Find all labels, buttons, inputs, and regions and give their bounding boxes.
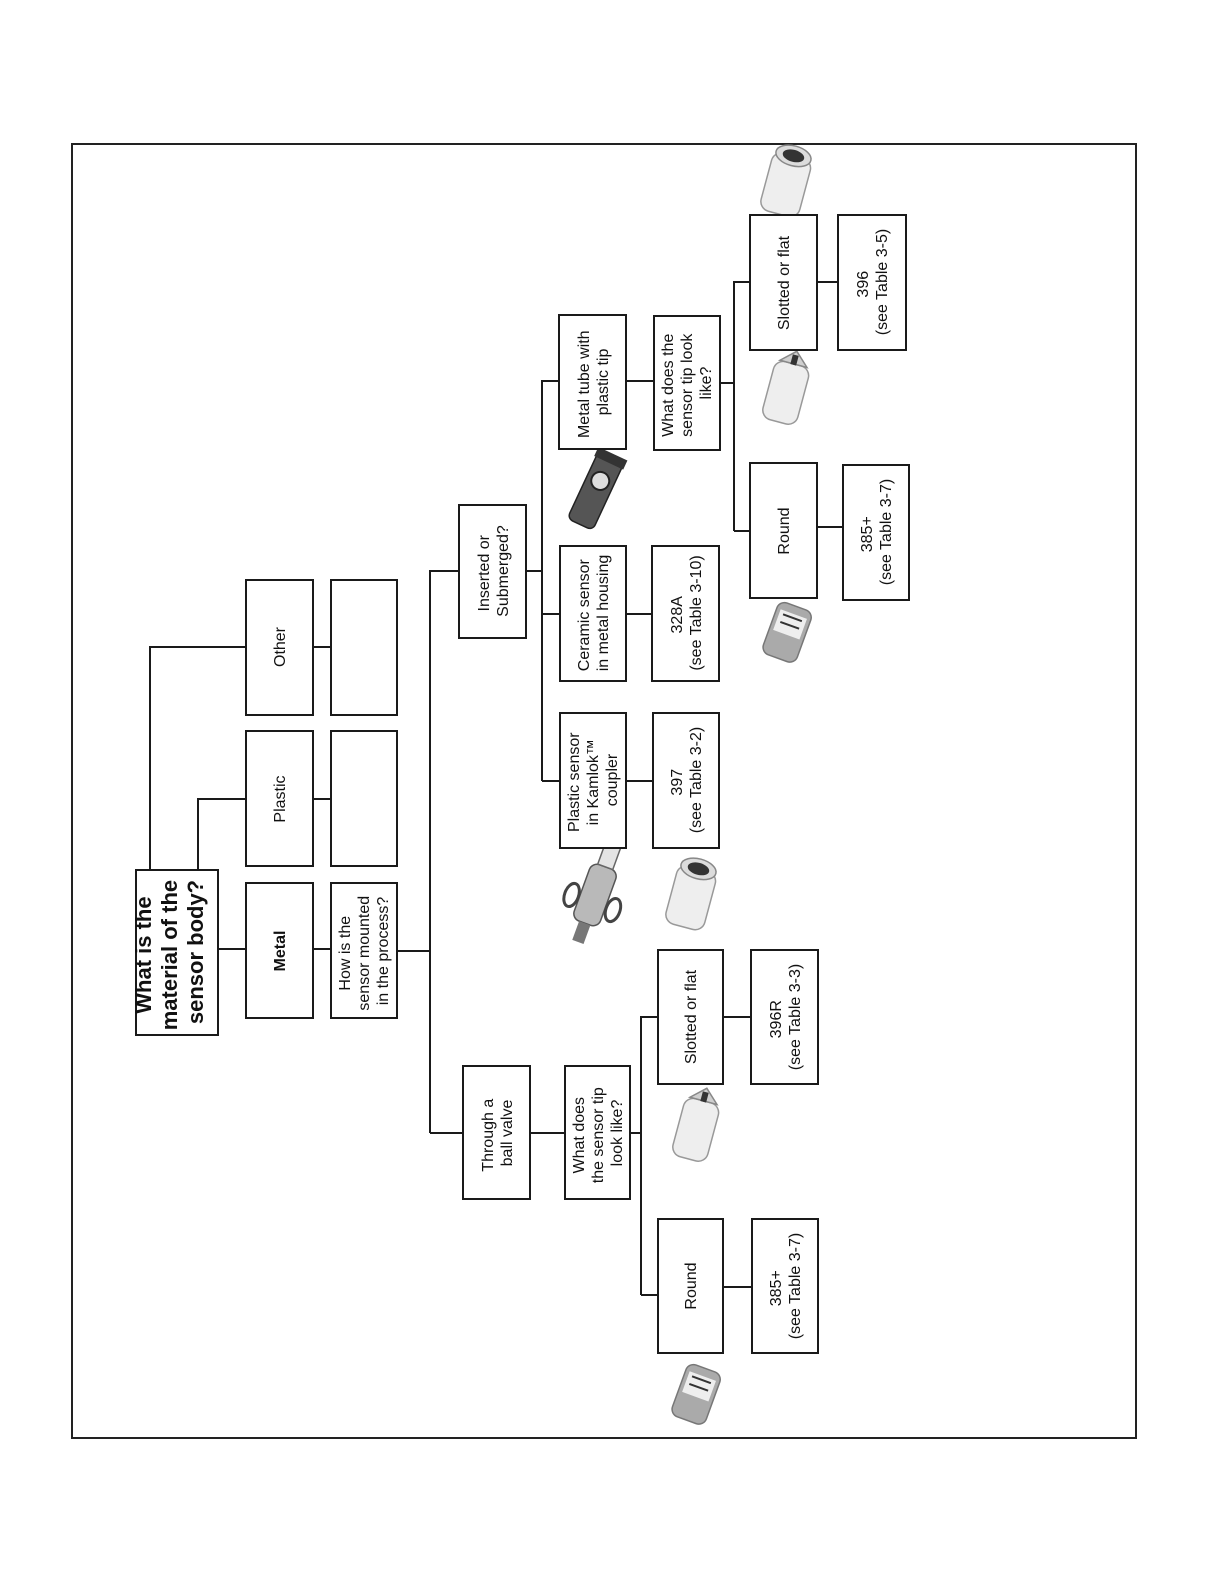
bv-tip-line-2: the sensor tip xyxy=(590,1087,607,1183)
ins-slotted-label: Slotted or flat xyxy=(776,235,793,330)
ball-valve-round-box: Round xyxy=(657,1218,724,1354)
ceramic-result-line-2: (see Table 3-10) xyxy=(688,555,705,670)
title-line-3: sensor body? xyxy=(183,880,208,1024)
inserted-line-2: Submerged? xyxy=(495,525,512,617)
ins-round-result-line-1: 385+ xyxy=(859,516,876,552)
flat-tip-photo-inserted xyxy=(760,144,812,218)
diagram-frame xyxy=(71,143,1137,1439)
kamlok-line-3: coupler xyxy=(604,753,621,806)
inserted-slotted-box: Slotted or flat xyxy=(749,214,818,351)
plastic-kamlok-box: Plastic sensor in Kamlok™ coupler xyxy=(559,712,627,849)
svg-text:328A (see Table 3-10): 328A (see Table 3-10) xyxy=(669,555,705,670)
svg-text:What does the sensor tip: What does the sensor tip look like? xyxy=(571,1083,626,1184)
bv-slotted-result-line-1: 396R xyxy=(768,1000,785,1038)
metal-tube-line-2: plastic tip xyxy=(595,349,612,416)
mounting-line-1: How is the xyxy=(337,916,354,991)
ins-tip-line-2: sensor tip look xyxy=(679,333,696,437)
slotted-tip-photo-ball-valve xyxy=(672,1087,720,1162)
bv-round-result-line-1: 385+ xyxy=(768,1270,785,1306)
metal-housing-sensor-photo xyxy=(568,446,628,530)
ball-valve-slotted-box: Slotted or flat xyxy=(657,949,724,1085)
bv-slotted-result-line-2: (see Table 3-3) xyxy=(787,964,804,1070)
ceramic-result-box: 328A (see Table 3-10) xyxy=(651,545,720,682)
kamlok-result-line-1: 397 xyxy=(669,769,686,796)
ceramic-box: Ceramic sensor in metal housing xyxy=(559,545,627,682)
ball-valve-tip-question-box: What does the sensor tip look like? xyxy=(564,1065,631,1200)
ceramic-result-line-1: 328A xyxy=(669,596,686,634)
ceramic-line-2: in metal housing xyxy=(595,555,612,672)
inserted-box: Inserted or Submerged? xyxy=(458,504,527,639)
slotted-tip-photo-inserted xyxy=(762,350,810,425)
svg-text:Inserted or Submerged?: Inserted or Submerged? xyxy=(476,525,512,617)
inserted-line-1: Inserted or xyxy=(476,534,493,611)
bv-slotted-label: Slotted or flat xyxy=(683,969,700,1064)
bv-tip-line-3: look like? xyxy=(609,1100,626,1167)
metal-label: Metal xyxy=(272,931,289,972)
inserted-tip-question-box: What does the sensor tip look like? xyxy=(653,315,721,451)
svg-text:385+ (see Table 3-7): 385+ (see Table 3-7) xyxy=(768,1233,804,1339)
round-tip-photo-ball-valve xyxy=(671,1363,721,1425)
ins-slotted-result-line-2: (see Table 3-5) xyxy=(874,229,891,335)
ball-valve-line-2: ball valve xyxy=(499,1100,516,1167)
svg-text:Metal tube with plastic: Metal tube with plastic tip xyxy=(576,326,612,438)
svg-text:396R (see Table 3-3): 396R (see Table 3-3) xyxy=(768,964,804,1070)
inserted-slotted-result-box: 396 (see Table 3-5) xyxy=(837,214,907,351)
svg-text:Through a ball valve: Through a ball valve xyxy=(480,1094,516,1171)
inserted-round-box: Round xyxy=(749,462,818,599)
svg-text:396 (see Table 3-5): 396 (see Table 3-5) xyxy=(855,229,891,335)
svg-text:What does the sensor tip: What does the sensor tip look like? xyxy=(660,329,715,437)
title-box: What is the material of the sensor body? xyxy=(131,869,219,1036)
bv-round-result-line-2: (see Table 3-7) xyxy=(787,1233,804,1339)
ball-valve-box: Through a ball valve xyxy=(462,1065,531,1200)
metal-tube-line-1: Metal tube with xyxy=(576,330,593,438)
ceramic-line-1: Ceramic sensor xyxy=(576,559,593,672)
svg-text:Ceramic sensor in metal: Ceramic sensor in metal housing xyxy=(576,555,612,672)
kamlok-result-line-2: (see Table 3-2) xyxy=(688,727,705,833)
plastic-box: Plastic xyxy=(245,730,314,867)
title-line-2: material of the xyxy=(157,880,182,1030)
ball-valve-line-1: Through a xyxy=(480,1099,497,1172)
ins-round-label: Round xyxy=(776,507,793,554)
svg-text:How is the sensor mounte: How is the sensor mounted in the process… xyxy=(337,891,392,1010)
bv-round-label: Round xyxy=(683,1262,700,1309)
title-line-1: What is the xyxy=(131,896,156,1013)
svg-text:385+ (see Table 3-7): 385+ (see Table 3-7) xyxy=(859,479,895,585)
ball-valve-round-result-box: 385+ (see Table 3-7) xyxy=(751,1218,819,1354)
ins-tip-line-1: What does the xyxy=(660,334,677,437)
ins-slotted-result-line-1: 396 xyxy=(855,271,872,298)
other-label: Other xyxy=(272,626,289,667)
metal-tube-box: Metal tube with plastic tip xyxy=(558,314,627,450)
metal-box: Metal xyxy=(245,882,314,1019)
ball-valve-slotted-result-box: 396R (see Table 3-3) xyxy=(750,949,819,1085)
mounting-line-2: sensor mounted xyxy=(356,896,373,1011)
flat-tip-photo-ball-valve-side xyxy=(665,857,717,931)
kamlok-line-2: in Kamlok™ xyxy=(585,739,602,825)
kamlok-line-1: Plastic sensor xyxy=(566,732,583,832)
svg-text:397 (see Table 3-2): 397 (see Table 3-2) xyxy=(669,727,705,833)
plastic-label: Plastic xyxy=(272,775,289,822)
round-tip-photo-inserted xyxy=(762,601,812,663)
plastic-kamlok-result-box: 397 (see Table 3-2) xyxy=(652,712,720,849)
plastic-empty-box xyxy=(330,730,398,867)
svg-text:What is the material of: What is the material of the sensor body? xyxy=(131,874,208,1031)
inserted-round-result-box: 385+ (see Table 3-7) xyxy=(842,464,910,601)
svg-text:Plastic sensor in Kamlok: Plastic sensor in Kamlok™ coupler xyxy=(566,728,621,832)
ins-round-result-line-2: (see Table 3-7) xyxy=(878,479,895,585)
connector-lines xyxy=(149,281,843,1296)
other-box: Other xyxy=(245,579,314,716)
other-empty-box xyxy=(330,579,398,716)
mounting-line-3: in the process? xyxy=(375,897,392,1006)
ins-tip-line-3: like? xyxy=(698,366,715,399)
bv-tip-line-1: What does xyxy=(571,1097,588,1173)
mounting-question-box: How is the sensor mounted in the process… xyxy=(330,882,398,1019)
